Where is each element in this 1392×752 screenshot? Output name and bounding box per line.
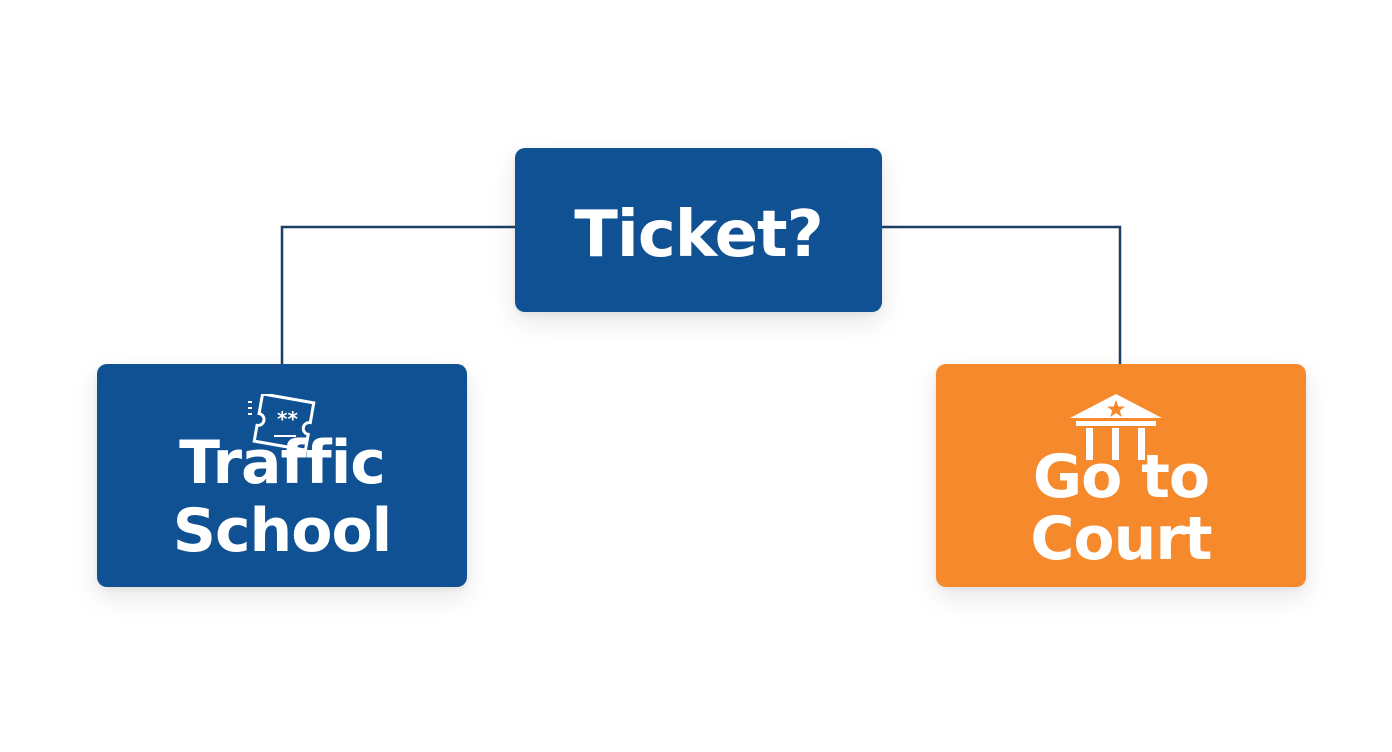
connector-right [882,225,1122,364]
option-node-traffic-school: ** Traffic School [97,364,467,587]
option-node-go-to-court: Go to Court [936,364,1306,587]
ticket-icon: ** [248,394,316,452]
connector-left [280,225,515,364]
option-node-line2: Court [1030,504,1212,574]
option-node-line1: Go to [1032,442,1210,512]
root-node-label: Ticket? [574,198,824,272]
root-node-ticket: Ticket? [515,148,882,312]
option-node-line2: School [172,496,393,566]
option-node-line1: Traffic [179,428,386,498]
svg-text:**: ** [277,407,298,431]
courthouse-icon [1070,394,1162,460]
